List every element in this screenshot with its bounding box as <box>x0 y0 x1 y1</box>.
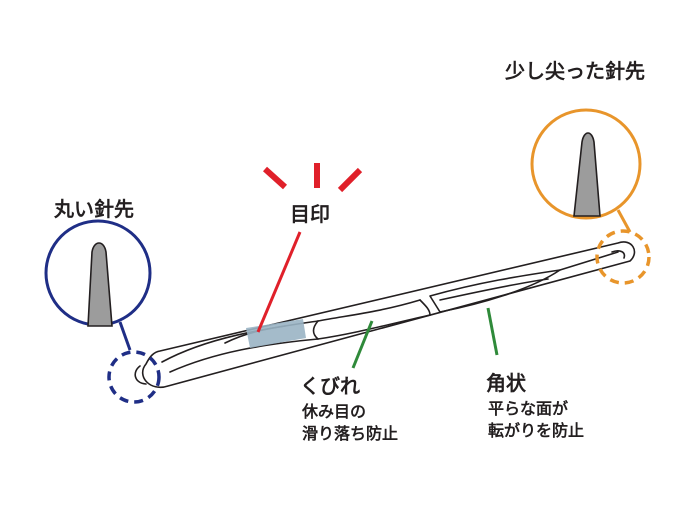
rounded-tip-callout: 丸い針先 <box>44 197 161 404</box>
waist-desc-line2: 滑り落ち防止 <box>302 424 398 443</box>
attention-burst-icon <box>262 163 363 193</box>
pointed-needle-tip-icon <box>573 132 601 217</box>
needle-outline <box>141 241 636 389</box>
rounded-tip-connector <box>118 321 132 351</box>
waist-curve-left <box>312 320 319 340</box>
needle-left-end <box>134 365 147 385</box>
waist-desc-line1: 休み目の <box>301 402 366 421</box>
waist-pointer-line <box>351 320 374 369</box>
needle-waist-top <box>317 299 421 322</box>
pointed-tip-label: 少し尖った針先 <box>504 59 645 83</box>
waist-title: くびれ <box>300 374 360 398</box>
needle <box>134 241 636 389</box>
waist-callout: くびれ 休み目の 滑り落ち防止 <box>300 320 398 443</box>
marker-label: 目印 <box>290 202 330 226</box>
angular-desc-line1: 平らな面が <box>488 399 568 418</box>
needle-right-facet-2 <box>439 278 549 301</box>
angular-pointer-line <box>486 307 499 356</box>
rounded-tip-dashed-ring <box>107 350 161 404</box>
needle-right-tip-line <box>559 251 619 271</box>
marker-callout: 目印 <box>256 163 363 333</box>
marker-pointer-line <box>256 231 302 333</box>
pointed-tip-connector <box>616 209 632 233</box>
needle-right-tip-cap <box>611 250 626 259</box>
angular-title: 角状 <box>486 371 527 395</box>
rounded-tip-label: 丸い針先 <box>53 197 134 221</box>
angular-desc-line2: 転がりを防止 <box>488 421 584 440</box>
pointed-tip-dashed-ring <box>595 229 651 285</box>
needle-left-facet-2 <box>169 338 319 373</box>
waist-curve-right <box>419 299 431 316</box>
pointed-tip-callout: 少し尖った針先 <box>504 59 651 285</box>
rounded-needle-tip-icon <box>87 242 113 327</box>
angular-callout: 角状 平らな面が 転がりを防止 <box>486 307 584 440</box>
